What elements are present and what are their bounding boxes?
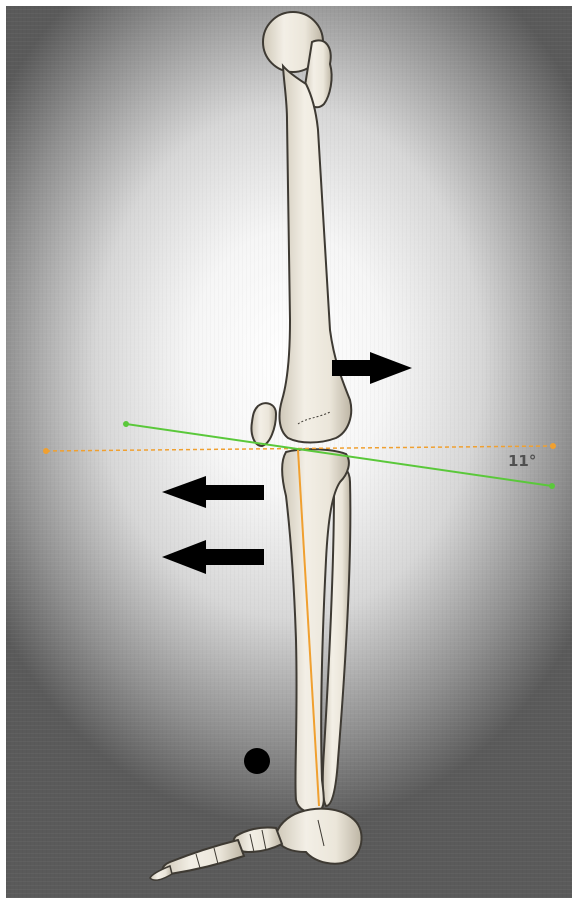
arrow-left-lower bbox=[162, 540, 264, 574]
talus-calcaneus bbox=[276, 809, 362, 864]
arrow-left-upper bbox=[162, 476, 264, 508]
foot bbox=[150, 809, 362, 880]
femur bbox=[263, 12, 351, 443]
plateau-line-endpoint-left bbox=[123, 421, 129, 427]
reference-line-endpoint-left bbox=[43, 448, 49, 454]
metatarsals bbox=[163, 840, 245, 874]
patella bbox=[251, 403, 276, 446]
slope-angle-label: 11° bbox=[508, 452, 536, 470]
marker-dot bbox=[244, 748, 270, 774]
arrow-right bbox=[332, 352, 412, 384]
femur-shaft bbox=[280, 66, 352, 443]
plateau-line-endpoint-right bbox=[549, 483, 555, 489]
reference-line-endpoint-right bbox=[550, 443, 556, 449]
toe-phalanges bbox=[150, 866, 172, 880]
